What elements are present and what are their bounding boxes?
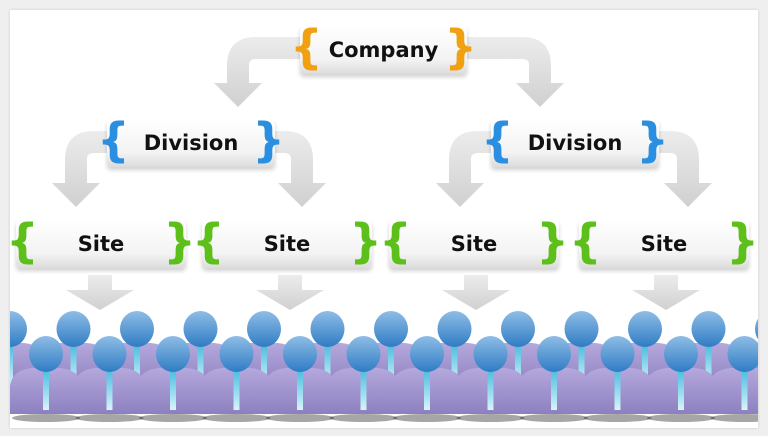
site-label: Site (263, 232, 311, 256)
right-brace-icon: } (726, 214, 758, 268)
person-icon (452, 336, 529, 422)
site-label: Site (77, 232, 125, 256)
company-node: { Company } (290, 22, 477, 74)
site-label: Site (640, 232, 688, 256)
connector-arrow-icon (275, 131, 326, 207)
right-brace-icon: } (636, 113, 669, 167)
person-icon (198, 336, 275, 422)
company-label: Company (328, 38, 439, 62)
diagram-graphics (10, 37, 758, 422)
down-arrow-icon (66, 275, 134, 310)
left-brace-icon: { (290, 20, 323, 74)
site-node: { Site } (569, 216, 758, 268)
person-icon (135, 336, 211, 422)
person-icon (579, 336, 656, 422)
connector-arrow-icon (214, 37, 300, 107)
division-label: Division (143, 131, 239, 155)
left-brace-icon: { (481, 113, 514, 167)
division-node: { Division } (481, 115, 669, 167)
person-icon (389, 336, 465, 422)
connector-arrow-icon (52, 131, 107, 207)
site-label: Site (450, 232, 498, 256)
left-brace-icon: { (97, 113, 130, 167)
site-node: { Site } (192, 216, 382, 268)
division-label: Division (527, 131, 623, 155)
left-brace-icon: { (379, 214, 412, 268)
right-brace-icon: } (349, 214, 382, 268)
person-icon (706, 336, 758, 422)
right-brace-icon: } (444, 20, 477, 74)
person-icon (71, 336, 148, 422)
right-brace-icon: } (163, 214, 196, 268)
connector-arrow-icon (659, 131, 712, 207)
site-node: { Site } (10, 216, 196, 268)
person-icon (10, 336, 84, 422)
down-arrow-icon (632, 275, 700, 310)
person-icon (516, 336, 592, 422)
left-brace-icon: { (10, 216, 39, 266)
person-icon (325, 336, 402, 422)
connector-arrow-icon (436, 131, 491, 207)
right-brace-icon: } (536, 214, 569, 268)
connector-arrow-icon (467, 37, 564, 107)
site-node: { Site } (379, 216, 569, 268)
down-arrow-icon (256, 275, 324, 310)
left-brace-icon: { (569, 214, 602, 268)
person-icon (643, 336, 719, 422)
down-arrow-icon (442, 275, 510, 310)
org-chart-diagram: { Company } { Division } { Division } { … (10, 10, 758, 428)
division-node: { Division } (97, 115, 285, 167)
person-icon (262, 336, 338, 422)
left-brace-icon: { (192, 214, 225, 268)
right-brace-icon: } (252, 113, 285, 167)
